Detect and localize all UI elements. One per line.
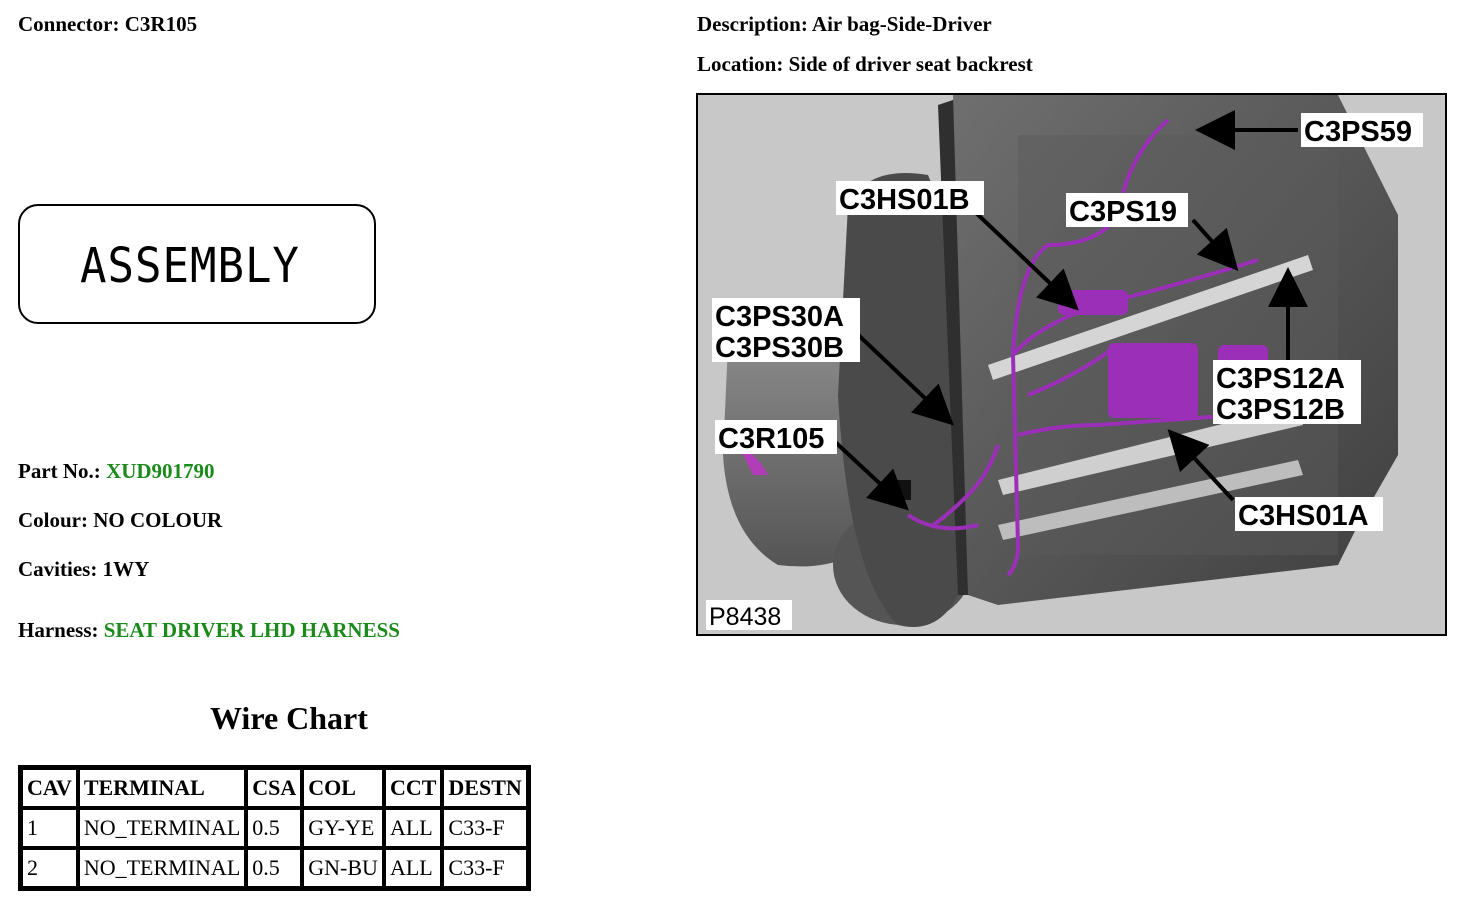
cell-cct: ALL: [383, 808, 443, 848]
location-field: Location: Side of driver seat backrest: [697, 52, 1033, 77]
callout-bg: [836, 181, 984, 215]
callout-bg: [1301, 113, 1423, 147]
cell-cav: 1: [21, 808, 78, 848]
callout-c3hs01b: C3HS01B: [839, 184, 970, 216]
description-field: Description: Air bag-Side-Driver: [697, 12, 992, 37]
callout-bg: [1235, 497, 1383, 531]
location-label: Location:: [697, 52, 784, 76]
cell-destn: C33-F: [442, 808, 528, 848]
cell-cav: 2: [21, 848, 78, 888]
connector-value: C3R105: [124, 12, 198, 36]
harness-link[interactable]: SEAT DRIVER LHD HARNESS: [103, 618, 400, 642]
colour-label: Colour:: [18, 508, 88, 532]
wire-chart-table: CAV TERMINAL CSA COL CCT DESTN 1 NO_TERM…: [18, 765, 531, 891]
colour-field: Colour: NO COLOUR: [18, 508, 222, 533]
cavities-label: Cavities:: [18, 557, 98, 581]
figure-id-bg: [706, 600, 792, 630]
seat-harness-illustration: C3PS59 C3HS01B C3PS19 C3PS30A C3PS30B C3…: [698, 95, 1445, 634]
callout-c3ps59: C3PS59: [1304, 116, 1412, 148]
table-row: 2 NO_TERMINAL 0.5 GN-BU ALL C33-F: [21, 848, 528, 888]
location-value: Side of driver seat backrest: [788, 52, 1033, 76]
callout-bg: [1066, 193, 1188, 227]
lower-crossbar: [998, 405, 1303, 495]
header-cav: CAV: [21, 768, 78, 808]
cell-csa: 0.5: [246, 848, 303, 888]
callout-bg: [712, 298, 860, 362]
callout-c3hs01a: C3HS01A: [1238, 500, 1369, 532]
cell-terminal: NO_TERMINAL: [77, 808, 247, 848]
bottom-crossbar: [998, 460, 1303, 540]
callout-c3ps19: C3PS19: [1069, 196, 1177, 228]
cavities-field: Cavities: 1WY: [18, 557, 149, 582]
backrest-side-panel: [838, 173, 958, 627]
part-number-label: Part No.:: [18, 459, 101, 483]
header-cct: CCT: [383, 768, 443, 808]
callout-c3ps30b: C3PS30B: [715, 332, 844, 364]
header-csa: CSA: [246, 768, 303, 808]
cell-csa: 0.5: [246, 808, 303, 848]
figure-id: P8438: [709, 603, 781, 631]
callout-c3r105: C3R105: [718, 423, 824, 455]
connector-label: Connector:: [18, 12, 120, 36]
part-number-field: Part No.: XUD901790: [18, 459, 215, 484]
callout-arrows: [831, 110, 1308, 511]
upper-crossbar: [988, 255, 1313, 380]
colour-value: NO COLOUR: [93, 508, 223, 532]
description-value: Air bag-Side-Driver: [811, 12, 992, 36]
callout-c3ps12b: C3PS12B: [1216, 394, 1345, 426]
table-row: 1 NO_TERMINAL 0.5 GY-YE ALL C33-F: [21, 808, 528, 848]
harness-field: Harness: SEAT DRIVER LHD HARNESS: [18, 618, 400, 643]
assembly-label: ASSEMBLY: [80, 238, 300, 295]
wire-chart-title: Wire Chart: [210, 700, 368, 736]
part-number-link[interactable]: XUD901790: [106, 459, 215, 483]
callout-bg: [715, 420, 837, 454]
cell-col: GY-YE: [302, 808, 384, 848]
header-col: COL: [302, 768, 384, 808]
connector-field: Connector: C3R105: [18, 12, 197, 37]
harness-label: Harness:: [18, 618, 99, 642]
cell-col: GN-BU: [302, 848, 384, 888]
wire-chart-header-row: CAV TERMINAL CSA COL CCT DESTN: [21, 768, 528, 808]
cell-cct: ALL: [383, 848, 443, 888]
cavities-value: 1WY: [102, 557, 150, 581]
callout-labels: C3PS59 C3HS01B C3PS19 C3PS30A C3PS30B C3…: [712, 113, 1423, 532]
cell-destn: C33-F: [442, 848, 528, 888]
assembly-label-box: ASSEMBLY: [18, 204, 376, 324]
header-terminal: TERMINAL: [77, 768, 247, 808]
cell-terminal: NO_TERMINAL: [77, 848, 247, 888]
callout-c3ps30a: C3PS30A: [715, 301, 844, 333]
connector-location-image: C3PS59 C3HS01B C3PS19 C3PS30A C3PS30B C3…: [696, 93, 1447, 636]
callout-c3ps12a: C3PS12A: [1216, 363, 1345, 395]
airbag-module: [1108, 343, 1198, 418]
header-destn: DESTN: [442, 768, 528, 808]
description-label: Description:: [697, 12, 808, 36]
callout-bg: [1213, 360, 1361, 424]
